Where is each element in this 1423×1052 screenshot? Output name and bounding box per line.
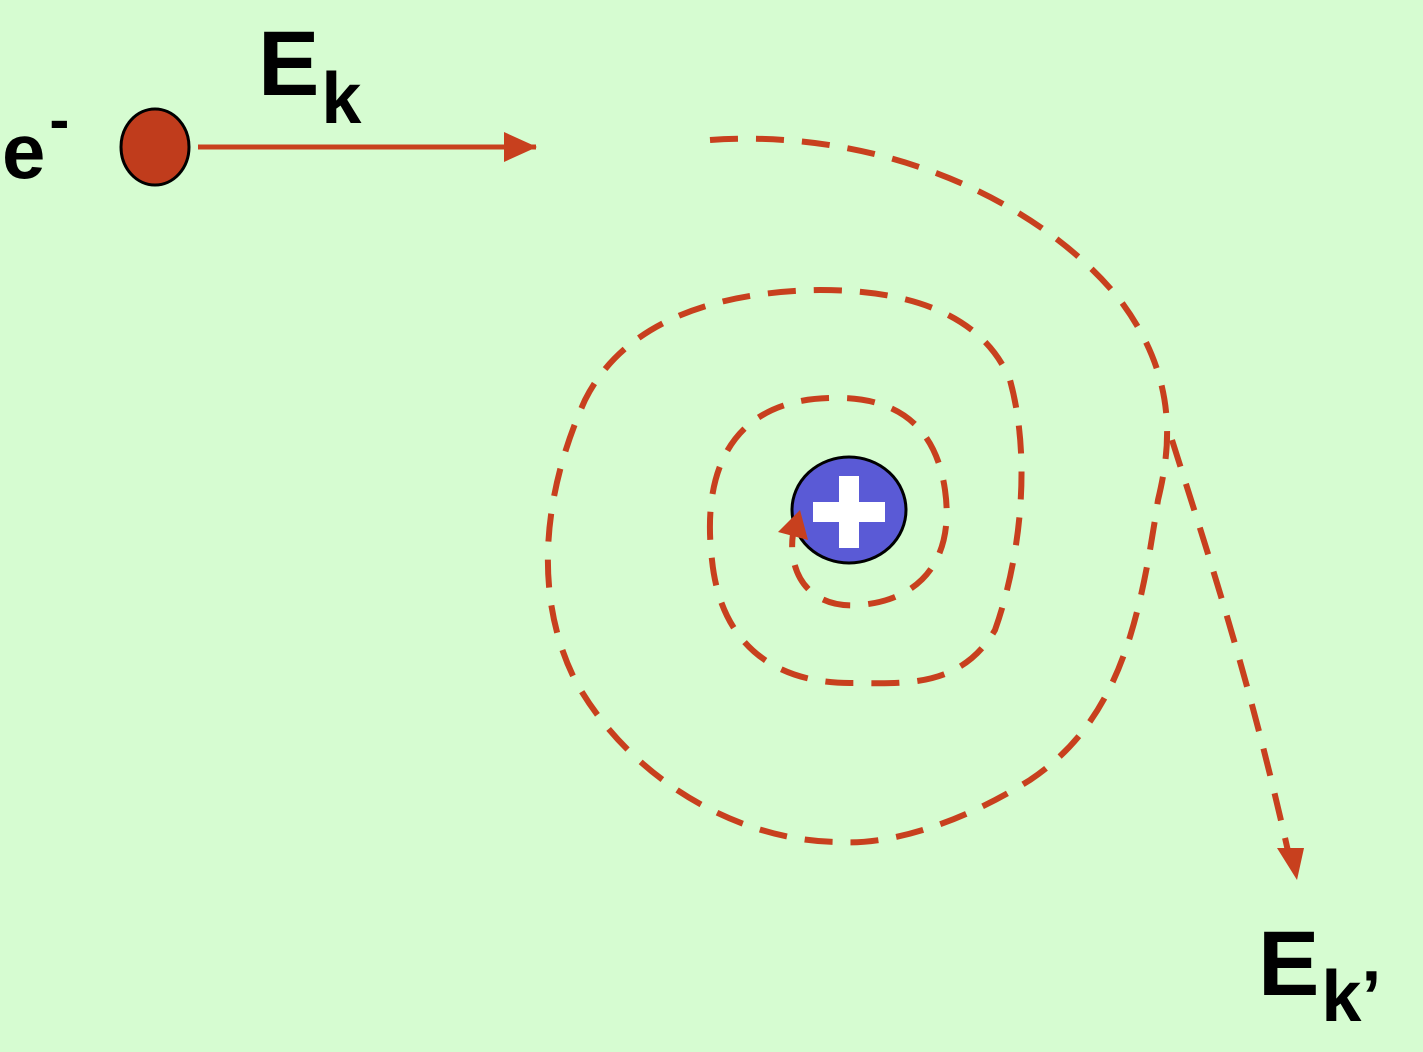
final-energy-sub: k’ [1321, 957, 1382, 1037]
final-energy-main: E [1258, 913, 1320, 1015]
electron-trajectory [544, 135, 1171, 846]
electron-particle [119, 107, 191, 187]
initial-energy-sub: k [321, 59, 362, 139]
plus-icon [813, 476, 885, 548]
final-energy-label: Ek’ [1258, 918, 1381, 1033]
initial-energy-label: Ek [258, 18, 361, 135]
electron-symbol: e [2, 107, 46, 195]
electron-charge: - [49, 86, 70, 153]
incoming-arrow-head [504, 132, 537, 162]
spiral-arrow-head [778, 510, 808, 540]
initial-energy-main: E [258, 13, 320, 115]
outgoing-trajectory [1169, 439, 1293, 861]
outgoing-arrow-head [1277, 848, 1304, 880]
electron-label: e- [2, 90, 69, 191]
